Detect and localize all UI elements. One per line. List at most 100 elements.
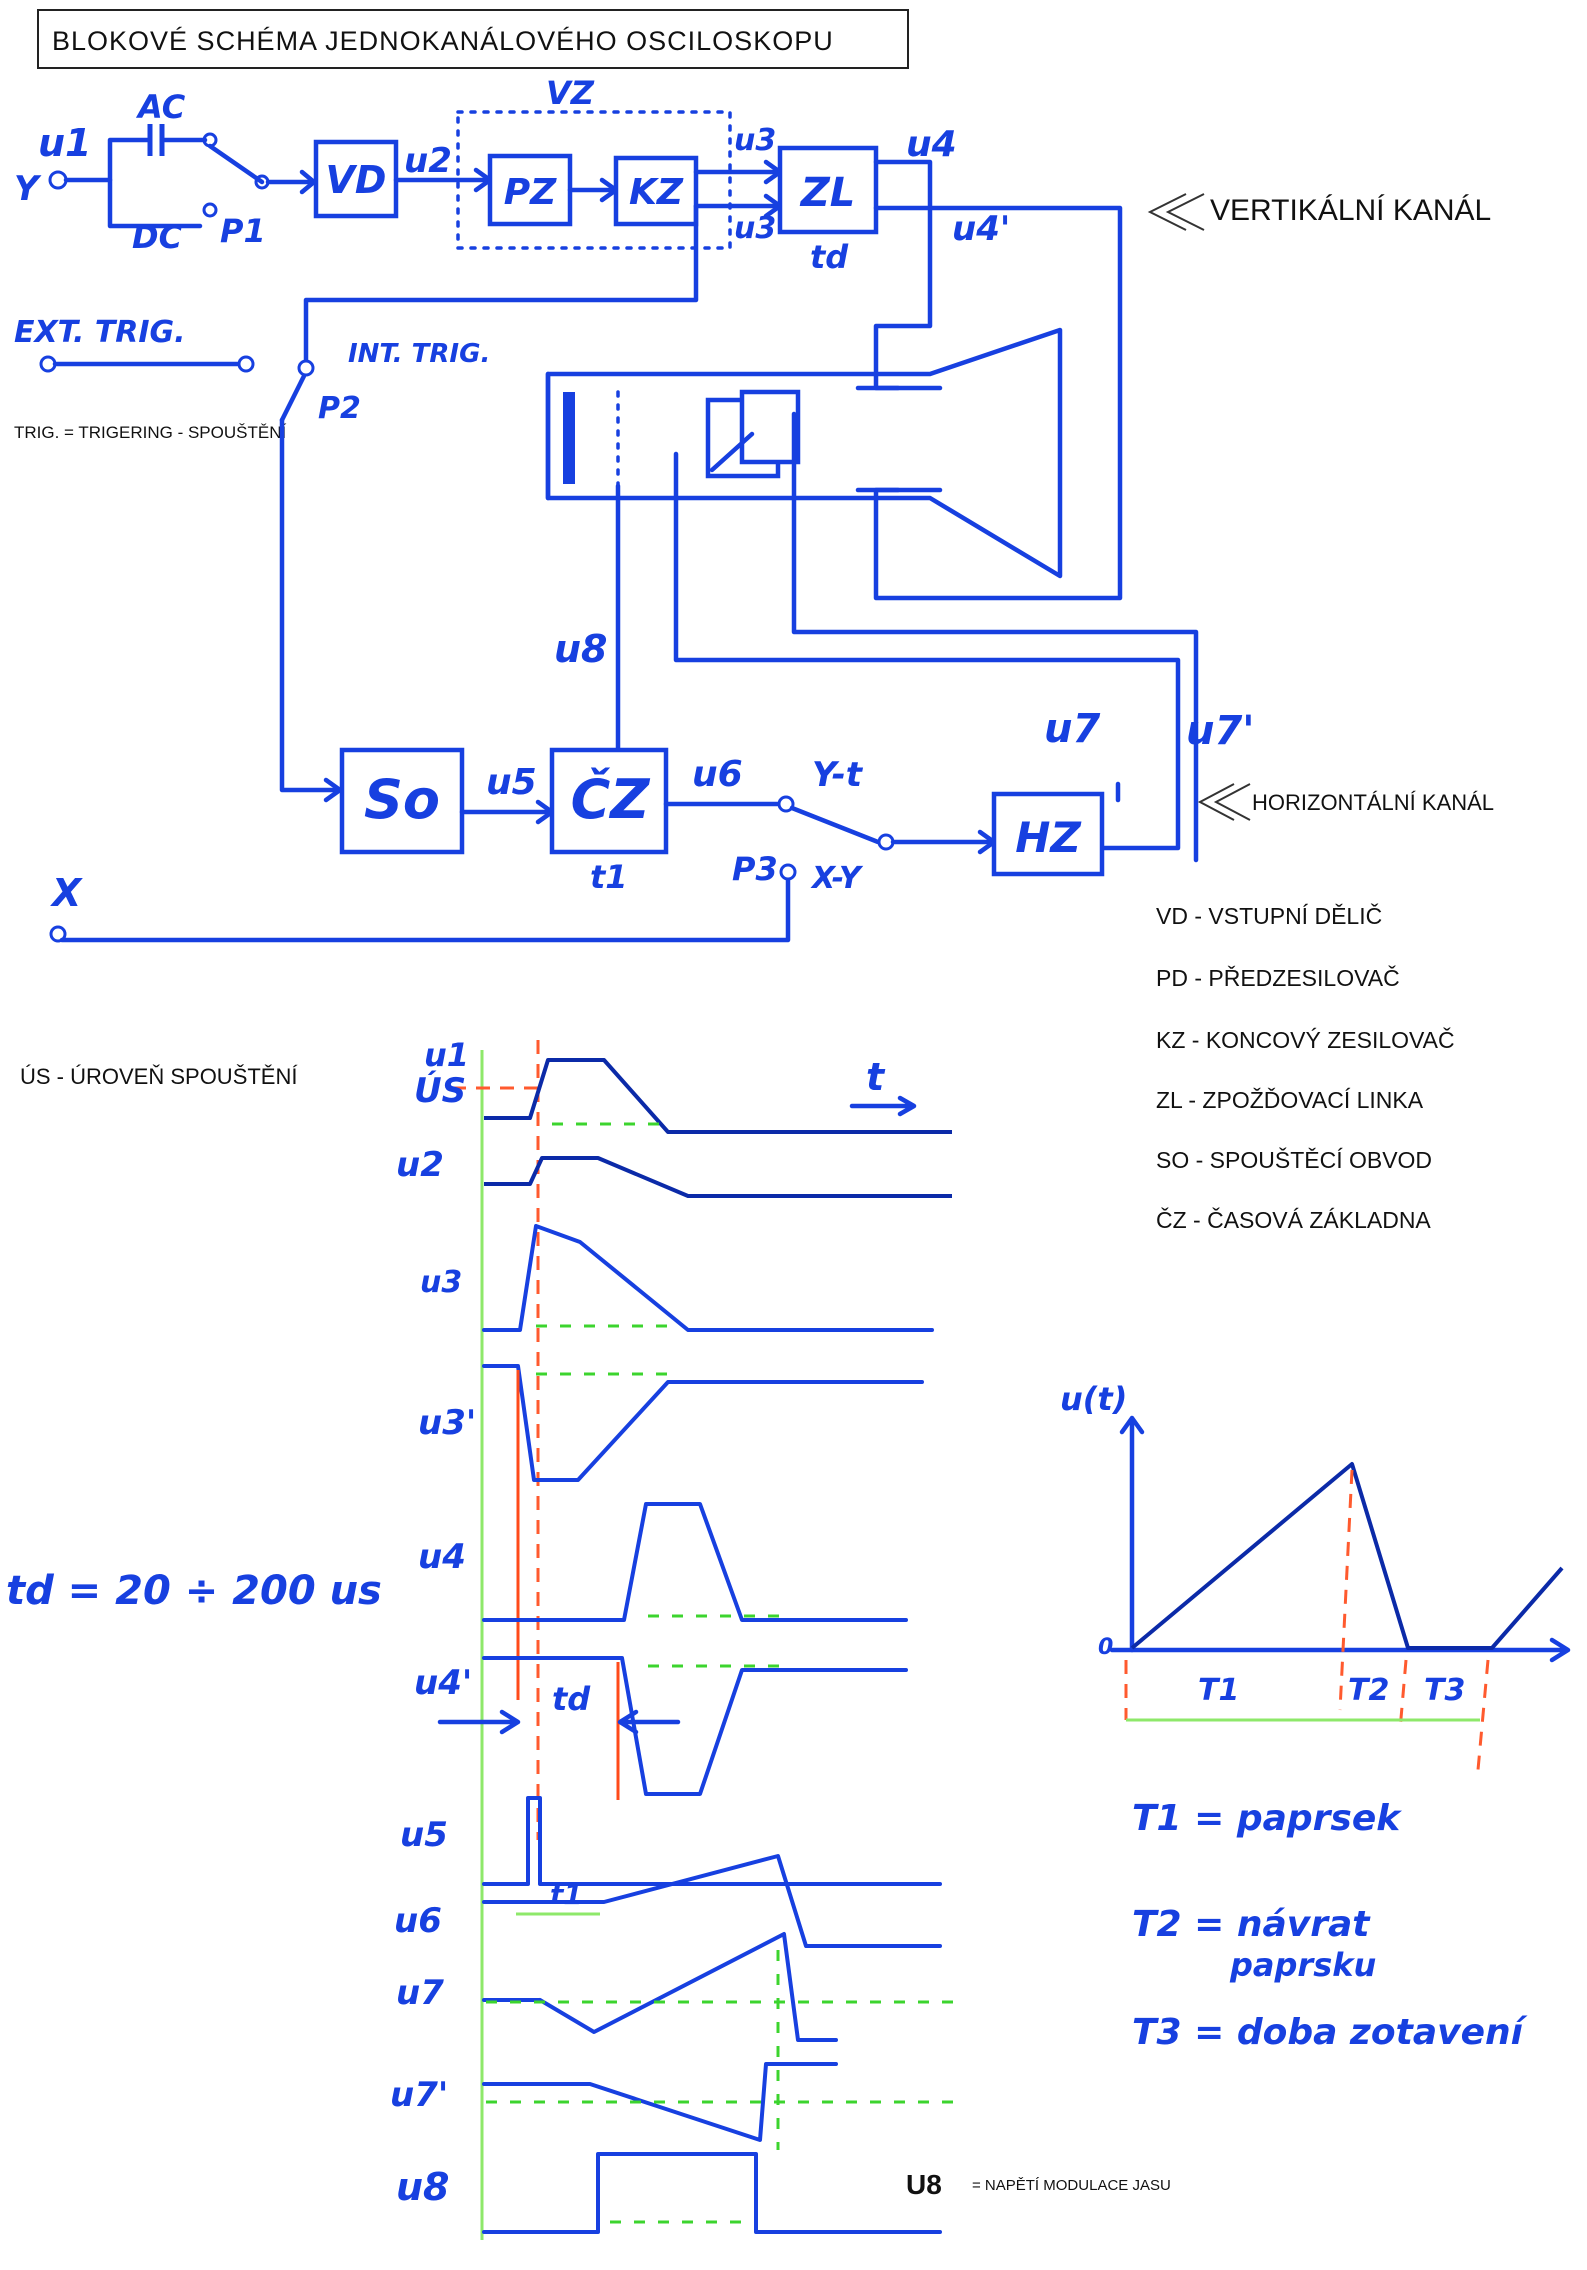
td-span-label: td [552,1680,591,1718]
vertical-channel-chevrons [1147,193,1205,231]
signal-label-u4-prime: u4' [414,1663,472,1703]
waveform-u4-prime [482,1656,908,1796]
sawtooth-waveform [1130,1462,1564,1650]
horizontal-channel-label: HORIZONTÁLNÍ KANÁL [1252,790,1494,815]
vz-group-boundary [456,110,732,250]
waveform-u6 [482,1854,942,1948]
sawtooth-t2-end [1398,1659,1408,1731]
waveform-u2 [484,1156,952,1198]
signal-label-u1: u1 [424,1036,469,1074]
p2-contact-int [297,359,315,377]
signal-label-u3-prime: u3' [418,1403,476,1443]
definition-t1: T1 = paprsek [1132,1798,1402,1839]
sawtooth-t2-label: T2 [1348,1673,1389,1708]
trigger-level-note: ÚS - ÚROVEŇ SPOUŠTĚNÍ [20,1064,298,1089]
vertical-channel-label: VERTIKÁLNÍ KANÁL [1210,194,1491,227]
horizontal-channel-chevrons [1197,783,1251,821]
label-dc: DC [132,218,183,256]
label-u1: u1 [38,121,92,165]
label-u3-prime: u3' [734,211,785,246]
label-td: td [810,238,849,276]
signal-label-u3: u3 [420,1265,462,1300]
label-u7-prime: u7' [1186,708,1255,754]
block-hz [991,791,1105,877]
terminal-x [49,925,67,943]
waveform-u5 [482,1796,942,1886]
signal-label-u6: u6 [394,1901,442,1941]
waveform-u7-prime [482,2062,838,2142]
signal-label-u5: u5 [400,1815,448,1855]
diagram-title: BLOKOVÉ SCHÉMA JEDNOKANÁLOVÉHO OSCILOSKO… [52,26,834,56]
block-zl [777,145,879,235]
label-u3: u3 [734,123,776,158]
sawtooth-t1-end [1338,1469,1354,1711]
label-vz: VZ [546,74,595,112]
p1-contact-dc [202,202,218,218]
p2-switch-blade [279,373,307,423]
label-u4-prime: u4' [952,209,1010,249]
wire-internal-trigger [303,203,699,363]
label-u7: u7 [1044,706,1100,752]
block-hz-label: HZ [1015,813,1082,862]
block-kz [613,155,699,227]
sawtooth-y-axis [1119,1415,1145,1653]
p3-contact-yt [777,795,795,813]
sawtooth-t3-label: T3 [1424,1673,1465,1708]
td-range-formula: td = 20 ÷ 200 us [6,1568,382,1614]
block-cz-label: ČZ [571,768,651,831]
label-u6: u6 [692,754,743,795]
signal-label-u7: u7 [396,1973,444,2013]
time-axis-label: t [866,1055,886,1099]
signal-label-u4: u4 [418,1537,466,1577]
p3-contact-xy [779,863,797,881]
t1-span-label: t1 [550,1878,583,1911]
waveform-u7 [482,1932,838,2042]
sawtooth-t3-end [1476,1659,1490,1771]
waveform-u8 [482,2152,942,2234]
wire-u7p-to-plate [673,451,1181,851]
trigger-note: TRIG. = TRIGERING - SPOUŠTĚNÍ [14,423,286,442]
waveform-u4 [482,1502,908,1622]
p2-contact-ext [237,355,255,373]
legend-item: ČZ - ČASOVÁ ZÁKLADNA [1156,1206,1431,1233]
u8-note-prefix: U8 [906,2169,942,2200]
sawtooth-t1-label: T1 [1198,1673,1239,1708]
label-x: X [50,871,83,915]
label-y-t: Y-t [812,755,864,795]
waveform-u3 [482,1224,934,1332]
label-y: Y [14,169,42,209]
label-p1: P1 [220,212,266,250]
label-ext-trig: EXT. TRIG. [14,315,186,350]
label-x-y: X-Y [810,861,864,896]
definition-t3: T3 = doba zotavení [1132,2012,1528,2053]
label-t1: t1 [590,858,628,896]
block-so-label: So [364,768,440,831]
wire-u7-to-plate [791,411,1199,863]
block-cz [549,747,669,855]
definition-t2: T2 = návrat [1132,1904,1371,1945]
signal-label-u2: u2 [396,1145,444,1185]
wire-u4-to-top-plate [873,159,933,391]
label-int-trig: INT. TRIG. [348,339,490,369]
wire-ac-path [107,137,153,183]
u8-note: = NAPĚTÍ MODULACE JASU [972,2177,1171,2194]
label-ac: AC [135,88,186,126]
legend-item: KZ - KONCOVÝ ZESILOVAČ [1156,1026,1455,1053]
p3-switch-blade [789,805,881,845]
crt-deflector [709,431,755,473]
block-zl-label: ZL [799,170,856,216]
waveform-u1 [484,1058,952,1134]
sawtooth-x-axis [1109,1637,1571,1663]
block-so [339,747,465,855]
p1-switch-blade [207,143,265,185]
wire-trigger-to-so [279,417,341,793]
terminal-y [48,170,68,190]
time-axis-arrow [849,1095,917,1117]
waveform-u3-prime [482,1364,924,1482]
legend-item: ZL - ZPOŽĎOVACÍ LINKA [1156,1087,1424,1113]
legend-item: VD - VSTUPNÍ DĚLIČ [1156,902,1382,929]
block-vd-label: VD [326,158,387,202]
wire-dc-path [63,177,203,229]
abbreviation-legend: VD - VSTUPNÍ DĚLIČ PD - PŘEDZESILOVAČ KZ… [1156,902,1455,1233]
